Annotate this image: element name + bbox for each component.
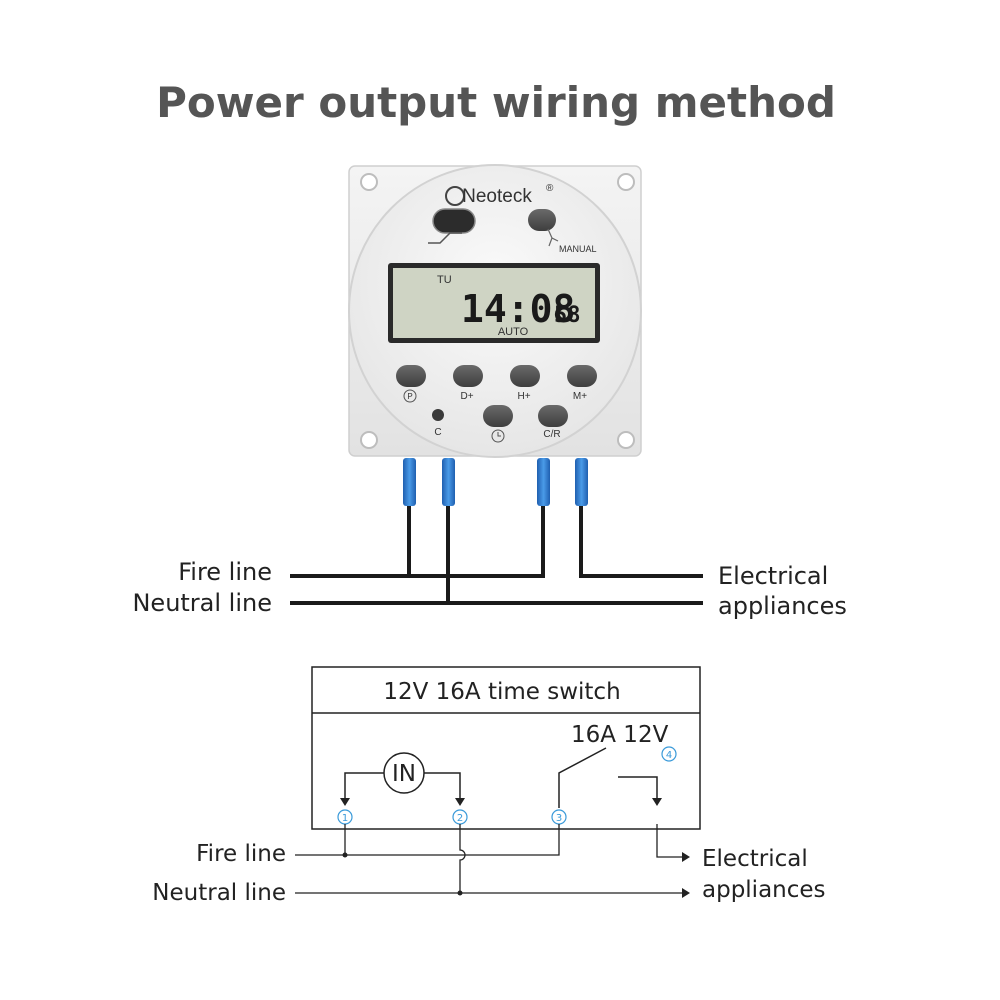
hour-plus-button[interactable] [510,365,540,387]
schematic-neutral-label: Neutral line [152,880,286,906]
terminal-2-drop [459,824,466,893]
hour-plus-label: H+ [517,391,530,402]
arrow-down-icon [455,798,465,806]
timer-device: Neoteck ® MANUAL TU 14:08 58 AUTO P D+ H… [348,164,642,458]
relay-switch-contact [558,747,607,808]
coil-lead-left [344,772,384,800]
relay-label: 16A 12V [571,722,669,748]
toggle-button[interactable] [432,208,476,234]
arrow-down-icon [340,798,350,806]
mount-hole-icon [360,173,378,191]
schematic-title: 12V 16A time switch [383,679,620,705]
terminal-3-number: 3 [556,813,562,824]
program-button[interactable] [396,365,426,387]
schematic: 12V 16A time switch IN 16A 12V 1 2 3 4 F… [152,666,826,906]
lcd-mode: AUTO [498,326,529,338]
registered-mark: ® [546,183,554,194]
terminal-1-number: 1 [342,813,348,824]
coil-lead-right [424,772,461,800]
fire-bridge-wire [409,506,545,578]
clock-button[interactable] [483,405,513,427]
connector-terminal-3 [537,458,550,506]
clock-hands-icon [497,432,501,437]
day-plus-label: D+ [460,391,473,402]
terminal-4-number: 4 [666,750,672,761]
program-icon [403,389,417,403]
minute-plus-button[interactable] [567,365,597,387]
clear-label: C [434,427,441,438]
brand-name: Neoteck [462,186,532,207]
arrow-right-icon [682,888,690,898]
schematic-fire-label: Fire line [196,841,286,867]
relay-output-lead [618,776,658,800]
clock-icon [491,429,505,443]
fire-line-wire [290,506,411,578]
terminal-4-marker [661,746,677,762]
neutral-line-label: Neutral line [132,589,272,617]
mount-hole-icon [617,173,635,191]
load-wire [579,506,703,578]
schematic-appliances-line1: Electrical [702,846,808,872]
appliances-label-line1: Electrical [718,562,828,590]
schematic-fire-line [295,824,560,856]
page-title: Power output wiring method [156,78,836,127]
connector-terminal-4 [575,458,588,506]
schematic-appliances-line2: appliances [702,877,826,903]
manual-label: MANUAL [559,244,597,254]
cancel-recall-label: C/R [543,429,560,440]
day-plus-button[interactable] [453,365,483,387]
lcd-screen [393,268,595,338]
mount-hole-icon [360,431,378,449]
lcd-time: 14:08 [461,287,575,331]
hand-press-icon [547,228,559,247]
manual-button[interactable] [528,209,556,231]
brand-logo-icon [445,186,465,206]
minute-plus-label: M+ [573,391,587,402]
clear-button[interactable] [432,409,444,421]
lcd-day: TU [437,274,452,286]
schematic-box [311,666,701,830]
schematic-load-line [656,824,682,858]
top-wiring: Fire line Neutral line Electrical applia… [132,458,847,620]
lcd-seconds: 58 [554,303,581,328]
cancel-recall-button[interactable] [538,405,568,427]
fire-line-label: Fire line [178,558,272,586]
appliances-label-line2: appliances [718,592,847,620]
connector-terminal-2 [442,458,455,506]
terminal-2-number: 2 [457,813,463,824]
arrow-right-icon [682,852,690,862]
mount-hole-icon [617,431,635,449]
pulse-symbol-icon [428,232,462,244]
arrow-down-icon [652,798,662,806]
connector-terminal-1 [403,458,416,506]
input-label: IN [392,761,416,787]
program-label: P [407,392,412,401]
junction-dot [342,852,348,858]
